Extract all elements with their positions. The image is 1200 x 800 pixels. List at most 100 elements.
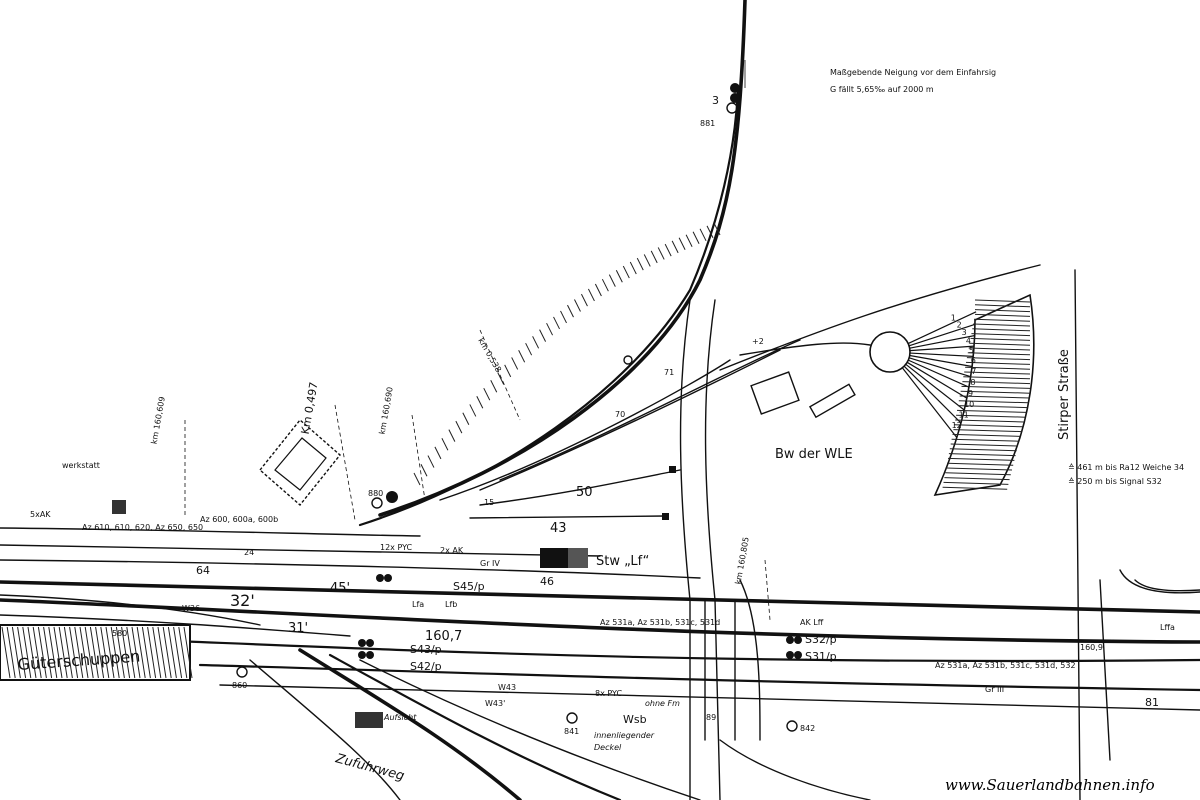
main-track-upper — [0, 580, 1200, 614]
roundhouse-hatch-line — [971, 333, 1031, 337]
signal-w36-label: W36 — [182, 604, 200, 613]
turntable-track-label-12: 12 — [952, 421, 962, 430]
signal-s43-a — [358, 639, 366, 647]
embankment-hatch-line — [685, 234, 693, 247]
km-160690-label: km 160,690 — [378, 386, 395, 435]
ohne-fm-label: ohne Fm — [645, 699, 680, 708]
roundhouse-hatch-line — [974, 313, 1031, 317]
signal-s31p-label: S31/p — [805, 650, 837, 663]
roundhouse-hatch-line — [968, 347, 1031, 351]
curve-to-north — [358, 0, 747, 527]
embankment-hatch-line — [636, 257, 644, 271]
signal-96 — [623, 355, 633, 365]
gueterschuppen-hatch-line — [126, 626, 136, 679]
embankment-hatch-line — [601, 278, 609, 292]
embankment-hatch-line — [567, 304, 574, 318]
embankment-hatch-line — [587, 288, 595, 302]
gueterschuppen-hatch-line — [141, 626, 151, 679]
roundhouse-hatch-line — [966, 357, 1031, 361]
embankment-hatch-line — [462, 412, 470, 425]
signal-880-label: 880 — [368, 489, 383, 498]
roundhouse-hatch-line — [961, 385, 1031, 389]
roundhouse-hatch-line — [960, 390, 1031, 394]
gueterschuppen-hatch — [1, 626, 193, 679]
roundhouse-hatch-line — [945, 472, 1011, 476]
road-edge-right — [704, 299, 721, 800]
embankment-hatch-line — [580, 293, 588, 307]
track-24-label: 24 — [244, 548, 254, 557]
buffer-stop-43 — [662, 513, 669, 520]
branch-track-1 — [298, 648, 522, 800]
turntable-track-label-5: 5 — [969, 346, 974, 355]
gueterschuppen-hatch-line — [84, 626, 94, 679]
track-31-label: 31' — [288, 621, 308, 636]
roundhouse-hatching — [942, 299, 1031, 490]
stellwerk-lf — [540, 548, 568, 568]
embankment-hatch-line — [497, 372, 505, 385]
embankment-hatch-line — [525, 342, 533, 356]
gueterschuppen-hatch-line — [95, 626, 105, 679]
turntable-track-label-10: 10 — [964, 400, 974, 409]
embankment-hatch-line — [608, 274, 616, 287]
embankment-hatching — [413, 222, 721, 486]
track-50-label: 50 — [576, 485, 593, 500]
km-160805-line — [764, 559, 771, 621]
turntable-track-label-11: 11 — [959, 411, 969, 420]
roundhouse-hatch-line — [947, 457, 1015, 461]
depot-track-to-right — [719, 264, 1041, 371]
track-81-label: 81 — [1145, 696, 1159, 709]
gueterschuppen-hatch-line — [6, 626, 16, 679]
roundhouse-hatch-line — [974, 304, 1031, 308]
embankment-hatch-line — [511, 357, 519, 370]
embankment-hatch-line — [657, 247, 665, 260]
num2-label: +2 — [752, 337, 764, 346]
siding-upper-46 — [0, 559, 701, 579]
gueterschuppen-hatch-line — [43, 626, 53, 679]
signal-s32-b — [794, 636, 802, 644]
depot-track-70 — [479, 349, 781, 491]
signal-842 — [786, 720, 798, 732]
roundhouse-hatch-line — [970, 337, 1031, 341]
roundhouse-hatch-line — [942, 486, 1008, 490]
roundhouse-hatch-line — [959, 395, 1031, 399]
roundhouse-hatch-line — [962, 381, 1031, 385]
turntable-track-label-4: 4 — [966, 337, 971, 346]
road-edge-east — [739, 579, 761, 741]
gueterschuppen-hatch-line — [136, 626, 146, 679]
track-46-label: 46 — [540, 575, 554, 588]
aufsicht-label: Aufsicht — [383, 713, 417, 722]
siding-lower-2 — [219, 684, 1200, 711]
az-top-label: Az 610, 610, 620, Az 650, 650 — [82, 523, 203, 532]
roundhouse-hatch-line — [948, 453, 1016, 457]
stirper-strasse-label: Stirper Straße — [1057, 349, 1072, 440]
roundhouse-hatch-line — [963, 376, 1031, 380]
num580-label: 580 — [112, 629, 127, 638]
embankment-hatch-line — [713, 222, 721, 236]
gueterschuppen-hatch-line — [167, 626, 177, 679]
roundhouse-hatch-line — [974, 299, 1031, 303]
signal-s32p-label: S32/p — [805, 633, 837, 646]
road-crossing — [679, 299, 871, 800]
roundhouse-hatch-line — [943, 481, 1009, 485]
embankment-hatch-line — [546, 322, 554, 336]
embankment-hatch-line — [706, 225, 714, 239]
embankment-hatch-line — [420, 464, 428, 477]
roundhouse-hatch-line — [964, 371, 1031, 375]
roundhouse-hatch-line — [954, 424, 1023, 428]
num5h-label: 5xAK — [30, 510, 51, 519]
signal-881-label: 881 — [700, 119, 715, 128]
boundary-lines — [1074, 269, 1200, 800]
az-top2-label: Az 600, 600a, 600b — [200, 515, 278, 524]
embankment-hatch-line — [483, 387, 491, 401]
num15-label: 15 — [484, 498, 494, 507]
embankment-hatch-line — [434, 446, 442, 460]
gueterschuppen-hatch-line — [147, 626, 157, 679]
km-160690-line — [411, 414, 426, 501]
gueterschuppen-hatch-line — [157, 626, 167, 679]
ak2-label: 2x AK — [440, 546, 464, 555]
track-45-label: 45' — [330, 581, 350, 596]
km-160609-label: km 160,609 — [150, 396, 167, 445]
road-edge-left — [679, 299, 691, 800]
track-70-label: 70 — [615, 410, 625, 419]
embankment-hatch-line — [427, 455, 435, 468]
